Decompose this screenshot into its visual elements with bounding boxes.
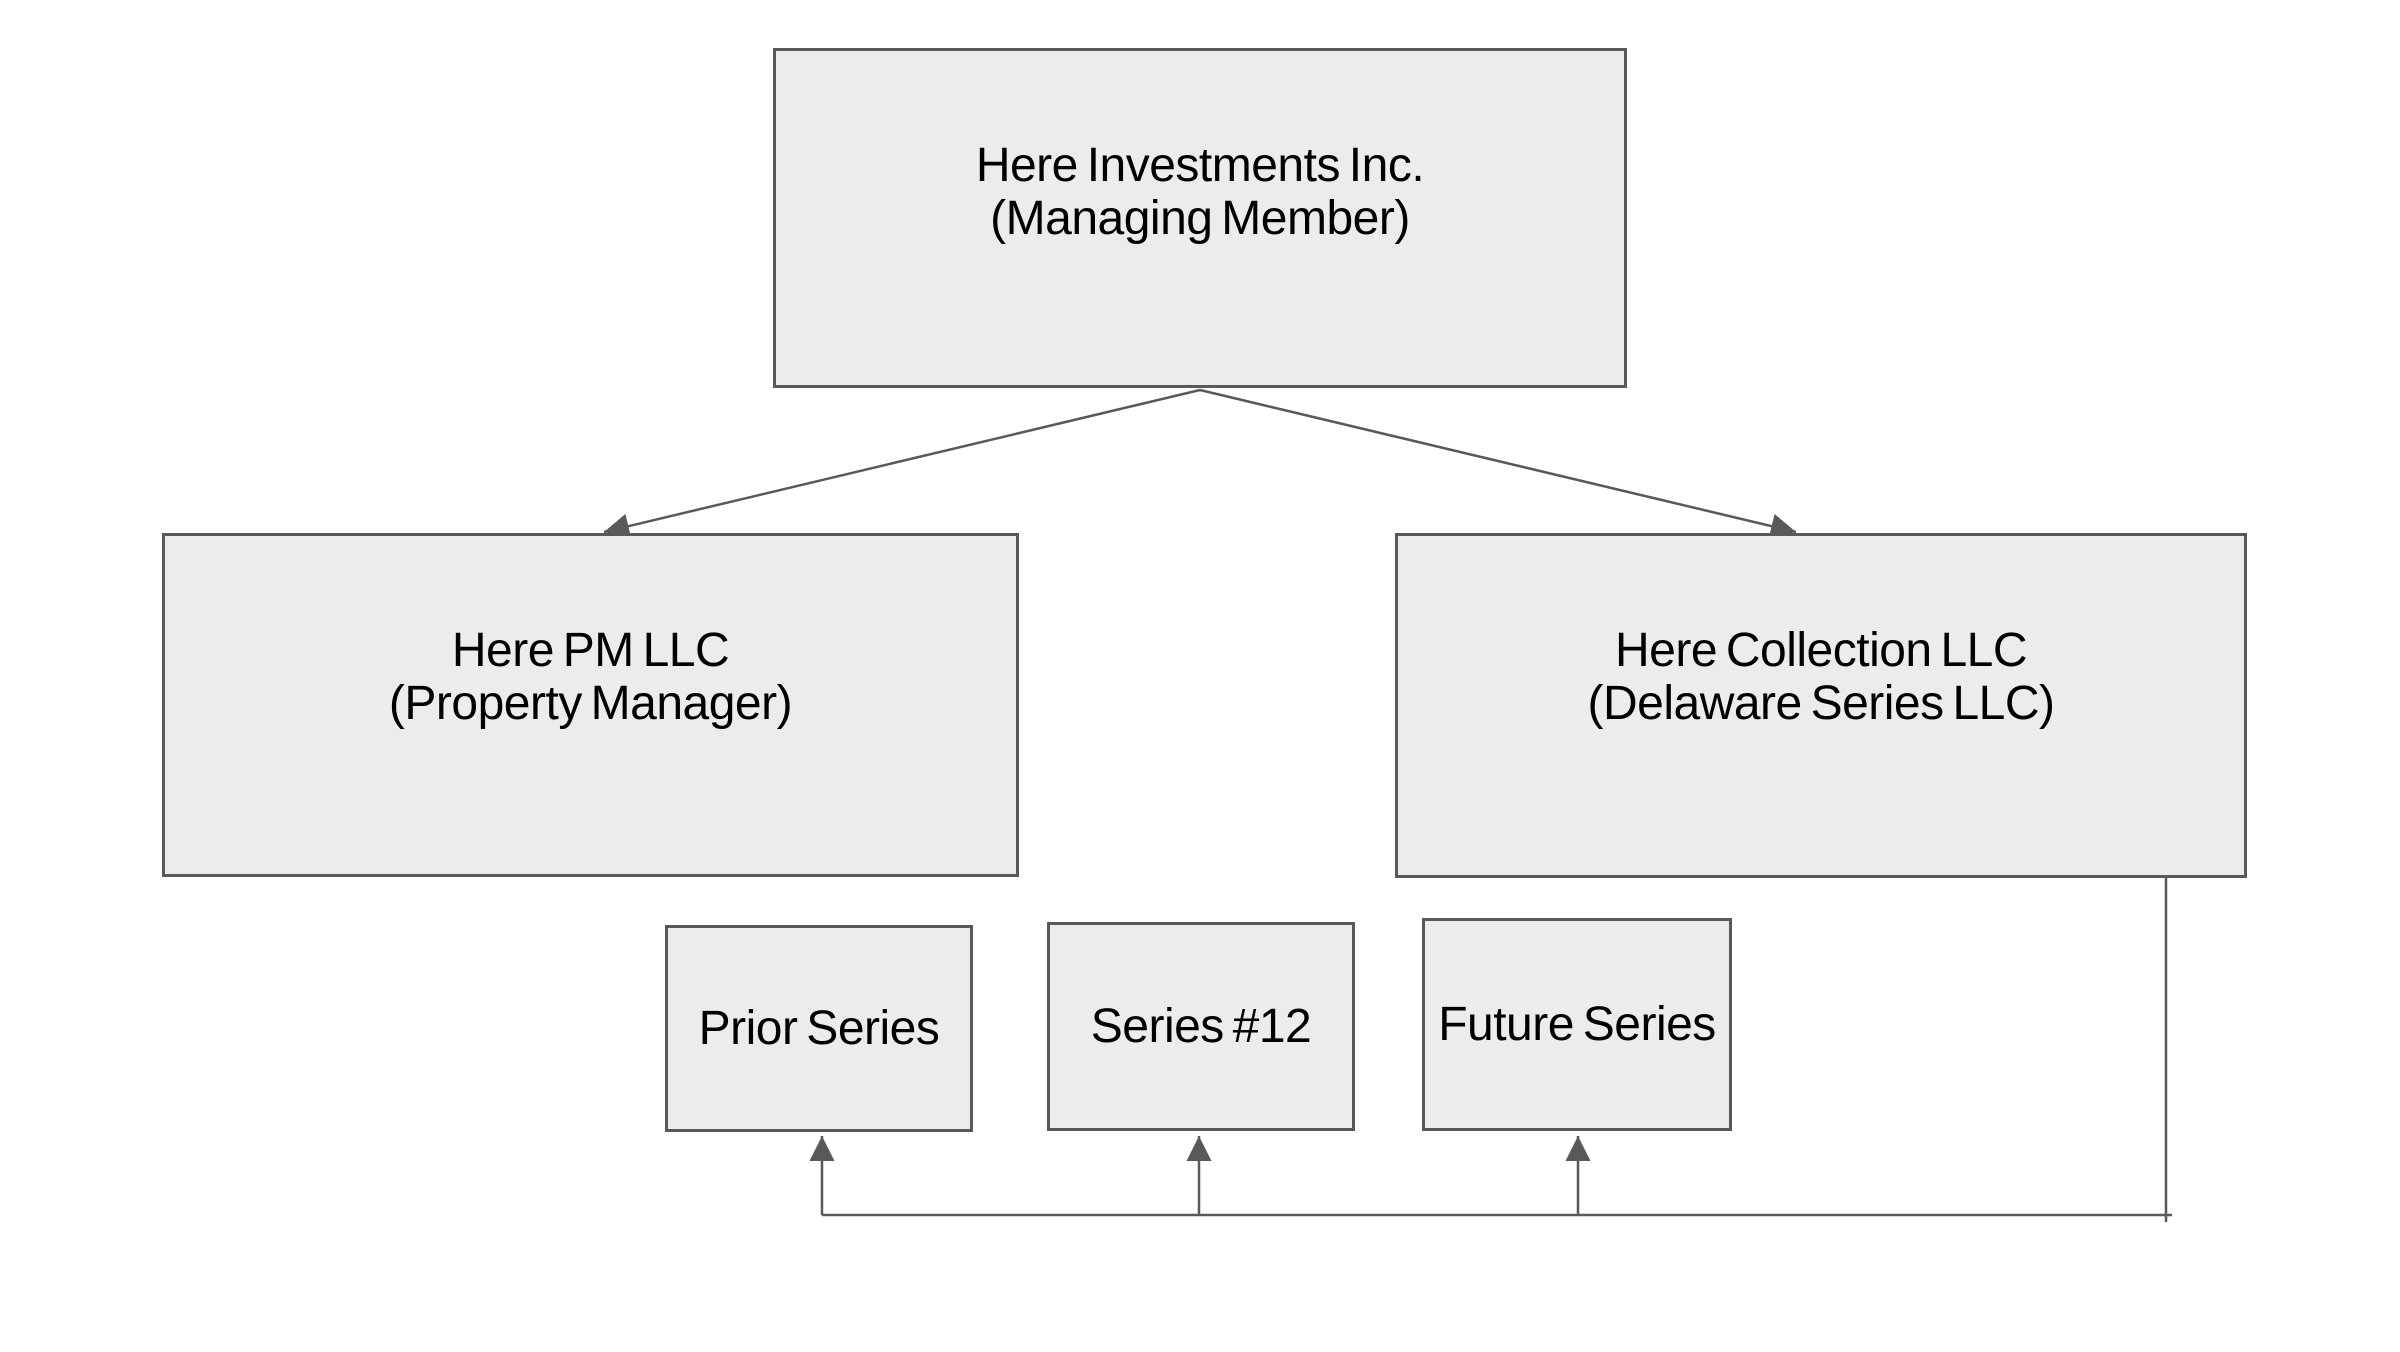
node-collection: Here Collection LLC (Delaware Series LLC… — [1395, 533, 2247, 878]
node-future-series: Future Series — [1422, 918, 1732, 1131]
node-property-manager: Here PM LLC (Property Manager) — [162, 533, 1019, 877]
node-property-manager-line1: Here PM LLC — [451, 624, 730, 677]
edge-managing-member-to-collection — [1199, 388, 1797, 539]
node-managing-member-line2: (Managing Member) — [990, 192, 1410, 245]
edge-managing-member-to-property-manager — [603, 388, 1201, 539]
node-managing-member-line1: Here Investments Inc. — [975, 139, 1425, 192]
node-series-12-label: Series #12 — [1090, 1000, 1312, 1053]
node-prior-series-label: Prior Series — [698, 1002, 940, 1055]
node-future-series-label: Future Series — [1438, 998, 1716, 1051]
node-collection-line1: Here Collection LLC — [1614, 624, 2028, 677]
node-series-12: Series #12 — [1047, 922, 1355, 1131]
node-collection-line2: (Delaware Series LLC) — [1587, 677, 2055, 730]
node-prior-series: Prior Series — [665, 925, 973, 1132]
node-property-manager-line2: (Property Manager) — [388, 677, 793, 730]
node-managing-member: Here Investments Inc. (Managing Member) — [773, 48, 1627, 388]
